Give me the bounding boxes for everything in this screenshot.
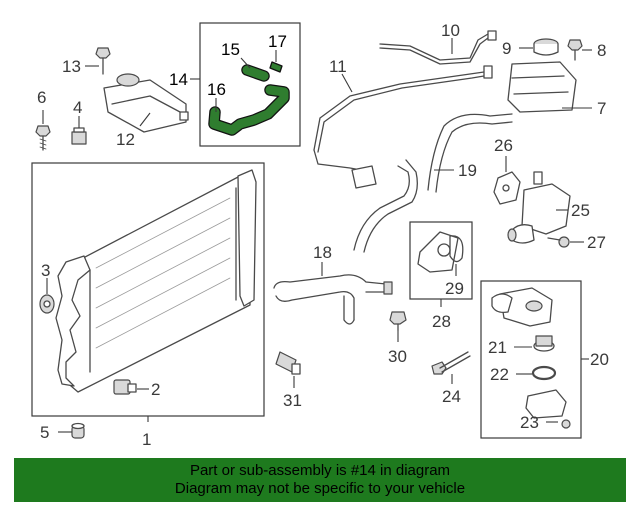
callout-10: 10 (441, 21, 460, 40)
part-14-hose-assembly[interactable] (208, 61, 290, 136)
part-21-thermostat[interactable] (533, 335, 555, 352)
banner-line-2: Diagram may not be specific to your vehi… (174, 480, 466, 497)
callout-13: 13 (62, 57, 81, 76)
part-19-hose[interactable] (353, 113, 513, 253)
callout-7: 7 (597, 99, 606, 118)
part-12-reservoir[interactable] (103, 73, 189, 133)
callout-28: 28 (432, 312, 451, 331)
cooling-system-diagram: 1 2 3 4 5 6 12 (31, 21, 609, 449)
part-24-bolt[interactable] (431, 351, 471, 375)
part-5-bushing[interactable] (71, 422, 85, 439)
part-25-thermostat-housing[interactable] (507, 171, 571, 244)
leader-12 (139, 112, 151, 127)
callout-21: 21 (488, 338, 507, 357)
callout-22: 22 (490, 365, 509, 384)
callout-18: 18 (313, 243, 332, 262)
callout-25: 25 (571, 201, 590, 220)
callout-16: 16 (207, 80, 226, 99)
callout-26: 26 (494, 136, 513, 155)
part-9-cap[interactable] (533, 38, 559, 56)
part-7-expansion-tank[interactable] (507, 61, 577, 113)
callout-1: 1 (142, 430, 151, 449)
leader-15 (240, 57, 251, 69)
part-info-banner: Part or sub-assembly is #14 in diagram D… (14, 458, 626, 502)
callout-2: 2 (151, 380, 160, 399)
callout-11: 11 (329, 57, 347, 76)
callout-30: 30 (388, 347, 407, 366)
callout-24: 24 (442, 387, 461, 406)
callout-8: 8 (597, 41, 606, 60)
part-22-o-ring[interactable] (531, 365, 557, 381)
callout-4: 4 (73, 98, 82, 117)
part-8-bolt[interactable] (567, 39, 583, 61)
part-29-gasket[interactable] (449, 235, 464, 263)
callout-3: 3 (41, 261, 50, 280)
part-28-housing[interactable] (417, 231, 459, 273)
part-6-bolt[interactable] (35, 125, 51, 151)
callout-29: 29 (445, 279, 464, 298)
callout-17: 17 (268, 32, 287, 51)
part-20-thermostat-assembly[interactable] (491, 287, 553, 327)
part-27-bolt[interactable] (547, 236, 570, 248)
radiator-assembly[interactable] (31, 162, 265, 417)
part-14-highlight-box (199, 22, 301, 147)
callout-5: 5 (40, 423, 49, 442)
callout-19: 19 (458, 161, 477, 180)
callout-14: 14 (169, 70, 188, 89)
callout-27: 27 (587, 233, 606, 252)
part-30-bolt[interactable] (389, 311, 407, 331)
part-18-hose[interactable] (273, 274, 393, 325)
callout-12: 12 (116, 130, 135, 149)
part-23-housing-cap[interactable] (525, 389, 571, 429)
part-2-sensor[interactable] (113, 379, 137, 395)
banner-line-1: Part or sub-assembly is #14 in diagram (189, 462, 451, 479)
part-26-bracket[interactable] (493, 171, 521, 205)
callout-20: 20 (590, 350, 609, 369)
part-11-tube[interactable] (313, 65, 493, 189)
part-4-clip[interactable] (71, 127, 87, 145)
part-13-bolt[interactable] (95, 47, 111, 75)
part-31-sensor[interactable] (275, 351, 301, 375)
part-3-drain-plug[interactable] (39, 294, 55, 314)
callout-9: 9 (502, 39, 511, 58)
callout-23: 23 (520, 413, 539, 432)
callout-31: 31 (283, 391, 302, 410)
part-10-tube[interactable] (379, 30, 497, 65)
callout-15: 15 (221, 40, 240, 59)
callout-6: 6 (37, 88, 46, 107)
leader-11 (341, 73, 353, 93)
